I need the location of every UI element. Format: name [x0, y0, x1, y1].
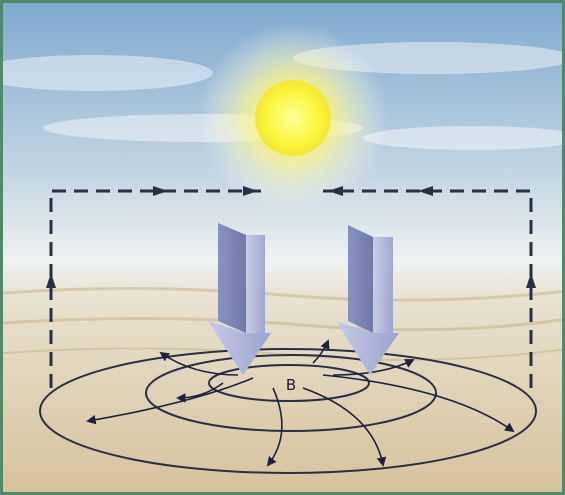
thermal-low-diagram — [3, 3, 565, 495]
sun-icon — [255, 80, 331, 156]
pressure-center-label: B — [281, 376, 301, 394]
